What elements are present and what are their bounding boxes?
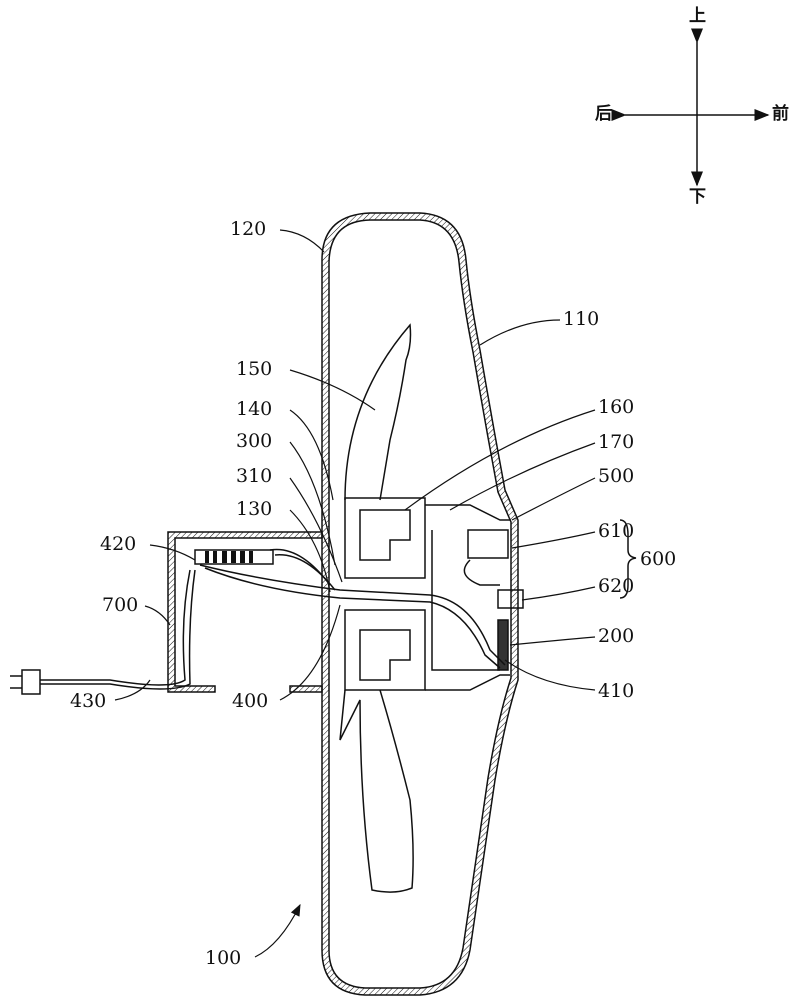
fan-blade-upper xyxy=(345,325,411,500)
label-110: 110 xyxy=(563,310,599,329)
label-170: 170 xyxy=(598,433,634,452)
direction-front: 前 xyxy=(772,106,789,123)
label-610: 610 xyxy=(598,522,634,541)
label-200: 200 xyxy=(598,627,634,646)
label-430: 430 xyxy=(70,692,106,711)
label-300: 300 xyxy=(236,432,272,451)
label-310: 310 xyxy=(236,467,272,486)
fan-blade-lower xyxy=(340,690,413,892)
label-100: 100 xyxy=(205,949,241,968)
housing-shell xyxy=(322,213,518,995)
motor-lower xyxy=(345,610,425,690)
label-400: 400 xyxy=(232,692,268,711)
label-140: 140 xyxy=(236,400,272,419)
direction-back: 后 xyxy=(595,106,612,123)
label-410: 410 xyxy=(598,682,634,701)
label-500: 500 xyxy=(598,467,634,486)
direction-indicator xyxy=(625,42,768,185)
label-130: 130 xyxy=(236,500,272,519)
label-600: 600 xyxy=(640,550,676,569)
direction-down: 下 xyxy=(689,189,706,206)
label-120: 120 xyxy=(230,220,266,239)
label-150: 150 xyxy=(236,360,272,379)
wire-bundle xyxy=(200,565,505,665)
label-620: 620 xyxy=(598,577,634,596)
plug xyxy=(10,670,40,694)
direction-up: 上 xyxy=(689,8,706,25)
label-420: 420 xyxy=(100,535,136,554)
label-700: 700 xyxy=(102,596,138,615)
label-160: 160 xyxy=(598,398,634,417)
